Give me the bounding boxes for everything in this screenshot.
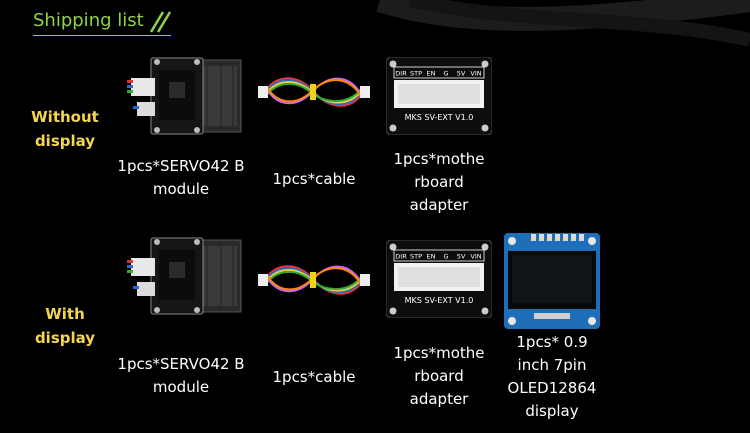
row-label-without-display: Without display: [31, 108, 99, 150]
adapter-board-image: DIR STP EN G 5V VIN MKS SV-EXT V1.0: [386, 240, 492, 318]
adapter-board-image: DIR STP EN G 5V VIN MKS SV-EXT V1.0: [386, 57, 492, 135]
cable-icon: [258, 265, 370, 295]
caption-adapter: 1pcs*mothe rboard adapter: [393, 150, 485, 214]
pin-label: STP: [410, 70, 422, 78]
servo42b-module-image: [117, 52, 247, 142]
slash-stripes-icon: [149, 11, 172, 33]
board-silkscreen: MKS SV-EXT V1.0: [405, 296, 474, 305]
pin-label: VIN: [470, 253, 481, 261]
pin-label: EN: [427, 70, 436, 78]
pin-label: VIN: [470, 70, 481, 78]
caption-servo42b: 1pcs*SERVO42 B module: [117, 157, 245, 198]
adapter-board-icon: DIR STP EN G 5V VIN MKS SV-EXT V1.0: [386, 57, 492, 135]
pin-label: G: [443, 253, 448, 261]
section-title: Shipping list: [33, 10, 144, 31]
pin-label: 5V: [457, 253, 466, 261]
board-silkscreen: MKS SV-EXT V1.0: [405, 113, 474, 122]
oled-display-image: [504, 233, 600, 329]
servo42b-module-image: [117, 232, 247, 322]
caption-servo42b: 1pcs*SERVO42 B module: [117, 355, 245, 396]
pin-label: EN: [427, 253, 436, 261]
pin-label: DIR: [395, 70, 407, 78]
caption-adapter: 1pcs*mothe rboard adapter: [393, 344, 485, 408]
cable-image: [258, 72, 370, 112]
pin-label: STP: [410, 253, 422, 261]
pin-label: 5V: [457, 70, 466, 78]
servo42b-module-icon: [127, 237, 242, 315]
caption-cable: 1pcs*cable: [272, 170, 356, 188]
caption-oled-display: 1pcs* 0.9 inch 7pin OLED12864 display: [507, 333, 597, 420]
oled-display-icon: [504, 233, 600, 329]
pin-label: DIR: [395, 253, 407, 261]
row-label-with-display: With display: [34, 305, 96, 347]
servo42b-module-icon: [127, 57, 242, 135]
title-underline: [33, 35, 171, 36]
adapter-board-icon: DIR STP EN G 5V VIN MKS SV-EXT V1.0: [386, 240, 492, 318]
cable-icon: [258, 77, 370, 107]
pin-label: G: [443, 70, 448, 78]
caption-cable: 1pcs*cable: [272, 368, 356, 386]
cable-image: [258, 260, 370, 300]
